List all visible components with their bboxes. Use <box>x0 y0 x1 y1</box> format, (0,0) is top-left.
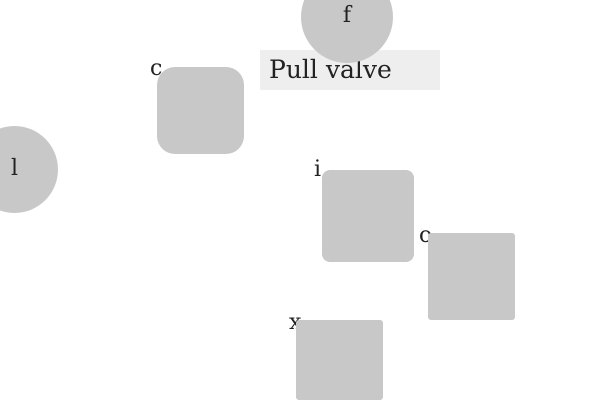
circle-object-l[interactable]: l <box>0 126 58 213</box>
object-label-f: f <box>342 3 352 28</box>
square-object-x[interactable] <box>296 320 383 400</box>
rounded-square-object-i[interactable] <box>322 170 414 262</box>
object-label-i: i <box>314 157 322 182</box>
square-object-o[interactable] <box>428 233 515 320</box>
rounded-square-object-c[interactable] <box>157 67 244 154</box>
object-label-l: l <box>10 156 19 181</box>
